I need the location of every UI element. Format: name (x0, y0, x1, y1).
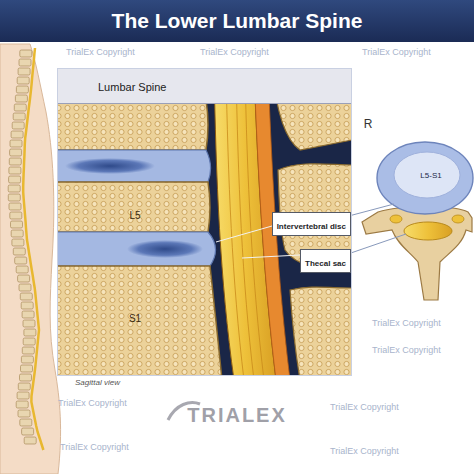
vertebra-icon (13, 113, 25, 120)
axial-nucleus (394, 152, 460, 198)
axial-thecal-sac (404, 222, 452, 240)
sagittal-view (57, 68, 352, 376)
watermark: TrialEx Copyright (200, 47, 269, 57)
spinal-cord (23, 48, 43, 450)
vertebra-icon (11, 230, 23, 237)
title-bar: The Lower Lumbar Spine (0, 0, 474, 42)
callout-text: Thecal sac (305, 259, 346, 268)
body-silhouette (0, 44, 61, 474)
spine-column (8, 48, 43, 450)
vertebra-icon (16, 401, 28, 408)
disc-l5-s1 (57, 232, 216, 266)
vertebra-icon (20, 293, 32, 300)
vertebra-icon (18, 410, 30, 417)
vertebra-icon (22, 347, 34, 354)
vertebra-icon (10, 149, 22, 156)
panel-title: Lumbar Spine (98, 81, 167, 93)
watermark: TrialEx Copyright (330, 446, 399, 456)
vertebra-icon (19, 59, 31, 66)
vertebra-icon (22, 311, 34, 318)
nerve-root-left (390, 215, 402, 223)
watermark: TrialEx Copyright (372, 318, 441, 328)
vertebra-icon (19, 284, 31, 291)
vertebra-icon (8, 185, 20, 192)
leader-lines (242, 255, 300, 258)
callout-text: Intervertebral disc (277, 222, 346, 231)
watermark: TrialEx Copyright (330, 402, 399, 412)
watermark: TrialEx Copyright (60, 442, 129, 452)
disc-label: L5-S1 (420, 171, 441, 180)
vertebra-icon (10, 140, 22, 147)
vertebra-icon (12, 122, 24, 129)
vertebra-icon (9, 203, 21, 210)
vertebra-icon (17, 77, 29, 84)
leader-lines (345, 204, 394, 217)
nucleus-upper (65, 158, 155, 174)
caption-text: Sagittal view (75, 378, 120, 387)
vertebra-icon (8, 194, 20, 201)
vertebra-icon (18, 275, 30, 282)
nerve-root-right (452, 215, 464, 223)
vertebra-icon (9, 158, 21, 165)
vertebra-icon (20, 374, 32, 381)
vertebral-arch (362, 207, 472, 300)
vertebra-icon (15, 95, 27, 102)
axial-view (362, 142, 473, 300)
watermark: TrialEx Copyright (58, 398, 127, 408)
vertebra-icon (11, 221, 23, 228)
vertebra-l4 (57, 100, 208, 150)
vertebra-icon (20, 419, 32, 426)
vertebra-icon (18, 68, 30, 75)
vertebra-icon (15, 257, 27, 264)
vertebra-icon (24, 437, 36, 444)
vertebra-icon (9, 176, 21, 183)
nucleus-lower (127, 240, 203, 258)
vertebra-icon (24, 329, 36, 336)
disc-upper (57, 150, 211, 182)
vertebra-icon (17, 392, 29, 399)
view-panel: Lumbar SpineIntervertebral discThecal sa… (57, 68, 352, 376)
logo-text: TRIALEX (187, 404, 287, 427)
panel-header: Lumbar Spine (58, 69, 351, 104)
vertebra-icon (16, 86, 28, 93)
vertebra-l5 (57, 182, 210, 232)
vertebra-icon (12, 239, 24, 246)
axial-disc (377, 142, 473, 214)
lamina-s1 (290, 287, 352, 376)
vertebra-label: L5 (129, 210, 140, 221)
vertebra-label: S1 (129, 313, 141, 324)
vertebra-icon (21, 302, 33, 309)
vertebra-icon (9, 167, 21, 174)
leader-lines (345, 234, 406, 255)
title-text: The Lower Lumbar Spine (112, 9, 363, 33)
vertebra-icon (13, 248, 25, 255)
vertebra-icon (22, 428, 34, 435)
vertebra-icon (23, 320, 35, 327)
vertebra-icon (20, 50, 32, 57)
vertebra-icon (11, 131, 23, 138)
view-marker: R (364, 117, 373, 131)
vertebra-s1 (57, 266, 222, 376)
vertebra-icon (21, 356, 33, 363)
callout-box: Intervertebral disc (272, 212, 351, 236)
vertebra-icon (23, 338, 35, 345)
vertebra-icon (18, 383, 30, 390)
watermark: TrialEx Copyright (66, 47, 135, 57)
vertebra-icon (16, 266, 28, 273)
vertebra-icon (10, 212, 22, 219)
vertebra-icon (21, 365, 33, 372)
watermark: TrialEx Copyright (362, 47, 431, 57)
watermark: TrialEx Copyright (372, 345, 441, 355)
vertebra-icon (14, 104, 26, 111)
callout-box: Thecal sac (300, 249, 351, 273)
